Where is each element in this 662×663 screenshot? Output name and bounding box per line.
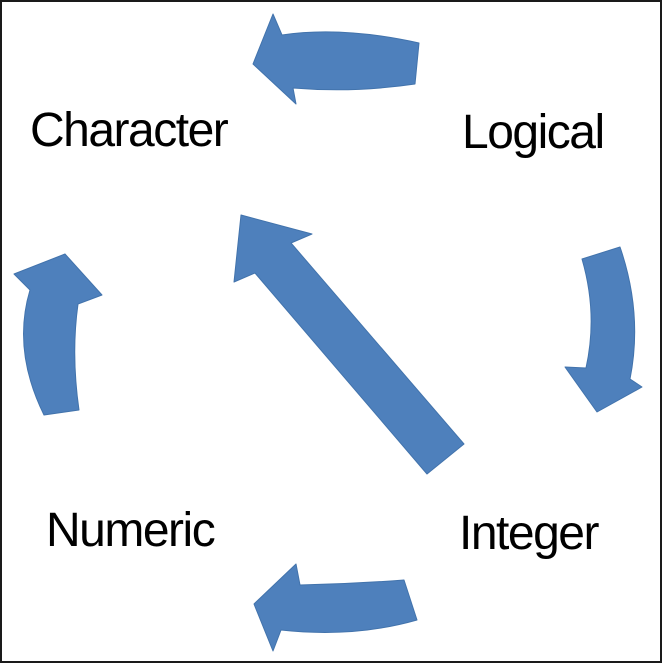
left-curved-arrow-icon xyxy=(13,253,103,416)
center-diagonal-arrow-icon xyxy=(233,214,465,475)
top-curved-arrow-icon xyxy=(252,13,420,105)
node-label-integer: Integer xyxy=(459,507,599,560)
bottom-curved-arrow-icon xyxy=(253,563,418,652)
right-curved-arrow-icon xyxy=(564,246,643,413)
node-label-numeric: Numeric xyxy=(46,504,216,557)
node-label-character: Character xyxy=(30,104,229,157)
node-label-logical: Logical xyxy=(462,106,605,159)
